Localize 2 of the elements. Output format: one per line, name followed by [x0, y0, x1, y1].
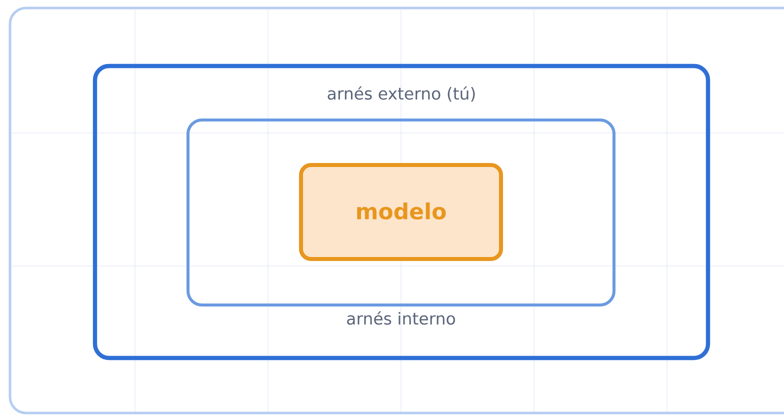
- model-box: modelo: [299, 163, 503, 261]
- node-label: arnés interno: [347, 311, 455, 325]
